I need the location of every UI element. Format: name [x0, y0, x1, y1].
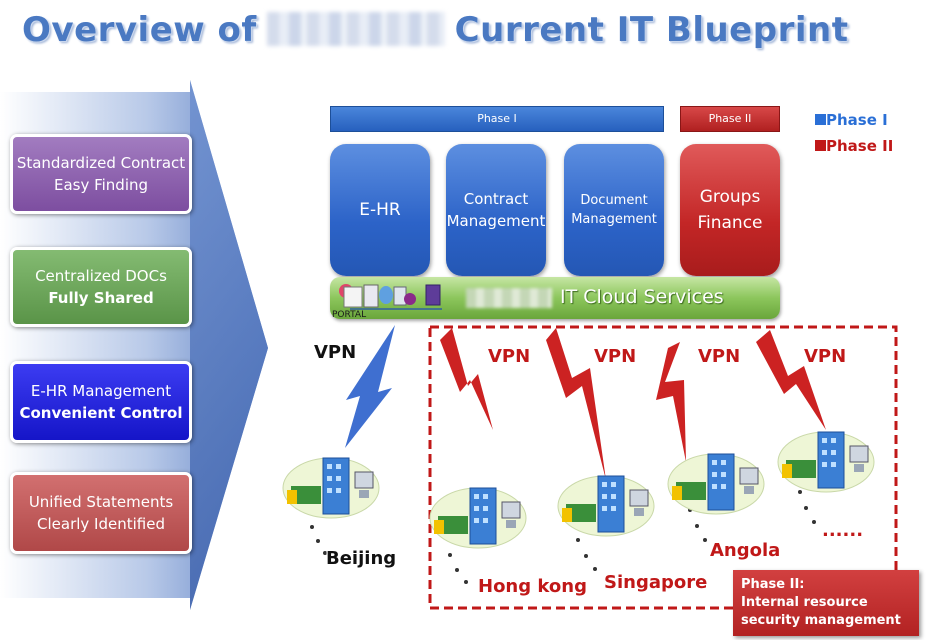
benefit-line2: Convenient Control	[19, 404, 183, 422]
bubble-dots	[310, 490, 816, 584]
module-label: E-HR	[359, 200, 401, 220]
vpn-lightning-hk	[440, 328, 493, 430]
portal-icons	[336, 281, 454, 317]
legend-swatch-red	[815, 140, 826, 151]
benefit-box-contract: Standardized Contract Easy Finding	[10, 134, 192, 214]
vpn-lightning-beijing	[345, 325, 395, 448]
legend-phase-ii: Phase II	[815, 137, 893, 155]
note-line1: Phase II:	[741, 577, 805, 592]
benefit-line1: Centralized DOCs	[35, 267, 167, 285]
title-suffix: Current IT Blueprint	[454, 10, 849, 50]
legend-label: Phase I	[826, 111, 888, 129]
server-cluster-icon	[339, 284, 442, 310]
benefit-line1: E-HR Management	[30, 382, 172, 400]
vpn-label-beijing: VPN	[314, 342, 357, 363]
benefit-line1: Unified Statements	[28, 493, 174, 511]
vpn-lightning-angola	[656, 342, 686, 462]
site-icon-more	[777, 431, 875, 493]
vpn-label-angola: VPN	[698, 346, 741, 367]
note-line3: security management	[741, 613, 901, 628]
page-title: Overview of Current IT Blueprint	[22, 10, 848, 50]
note-line2: Internal resource	[741, 595, 868, 610]
portal-label: PORTAL	[332, 310, 367, 320]
vpn-label-hk: VPN	[488, 346, 531, 367]
module-ehr: E-HR	[330, 144, 430, 276]
city-angola: Angola	[710, 540, 781, 561]
cloud-services-label: IT Cloud Services	[560, 286, 724, 308]
benefit-box-docs: Centralized DOCs Fully Shared	[10, 247, 192, 327]
vpn-lightning-more	[756, 330, 826, 430]
benefit-box-ehr: E-HR Management Convenient Control	[10, 361, 192, 443]
title-prefix: Overview of	[22, 10, 257, 50]
module-label: Contract Management	[446, 190, 546, 230]
city-more: ......	[822, 520, 864, 541]
module-document: Document Management	[564, 144, 664, 276]
benefit-line2: Clearly Identified	[37, 515, 165, 533]
module-contract: Contract Management	[446, 144, 546, 276]
vpn-lightning-sg	[546, 328, 606, 480]
benefit-line2: Fully Shared	[48, 289, 154, 307]
redacted-company-name	[466, 288, 552, 308]
benefit-line1: Standardized Contract	[16, 154, 186, 172]
site-icon-angola	[667, 453, 765, 515]
legend-swatch-blue	[815, 114, 826, 125]
benefit-line2: Easy Finding	[53, 176, 149, 194]
module-finance: Groups Finance	[680, 144, 780, 276]
phase-ii-note: Phase II: Internal resource security man…	[733, 570, 919, 636]
city-beijing: Beijing	[326, 548, 397, 569]
benefit-box-statements: Unified Statements Clearly Identified	[10, 472, 192, 554]
site-icon-beijing	[282, 457, 380, 519]
legend-phase-i: Phase I	[815, 111, 888, 129]
city-hong-kong: Hong kong	[478, 576, 587, 597]
site-icon-singapore	[557, 475, 655, 537]
module-label: Groups Finance	[697, 187, 763, 233]
phase-i-bar: Phase I	[330, 106, 664, 132]
vpn-label-more: VPN	[804, 346, 847, 367]
legend-label: Phase II	[826, 137, 894, 155]
phase-ii-bar: Phase II	[680, 106, 780, 132]
phase-ii-region	[428, 325, 898, 610]
site-icon-hong-kong	[429, 487, 527, 549]
module-label: Document Management	[571, 193, 657, 227]
redacted-company-name	[266, 12, 445, 46]
city-singapore: Singapore	[604, 572, 708, 593]
vpn-label-sg: VPN	[594, 346, 637, 367]
process-arrow-head	[190, 80, 268, 610]
